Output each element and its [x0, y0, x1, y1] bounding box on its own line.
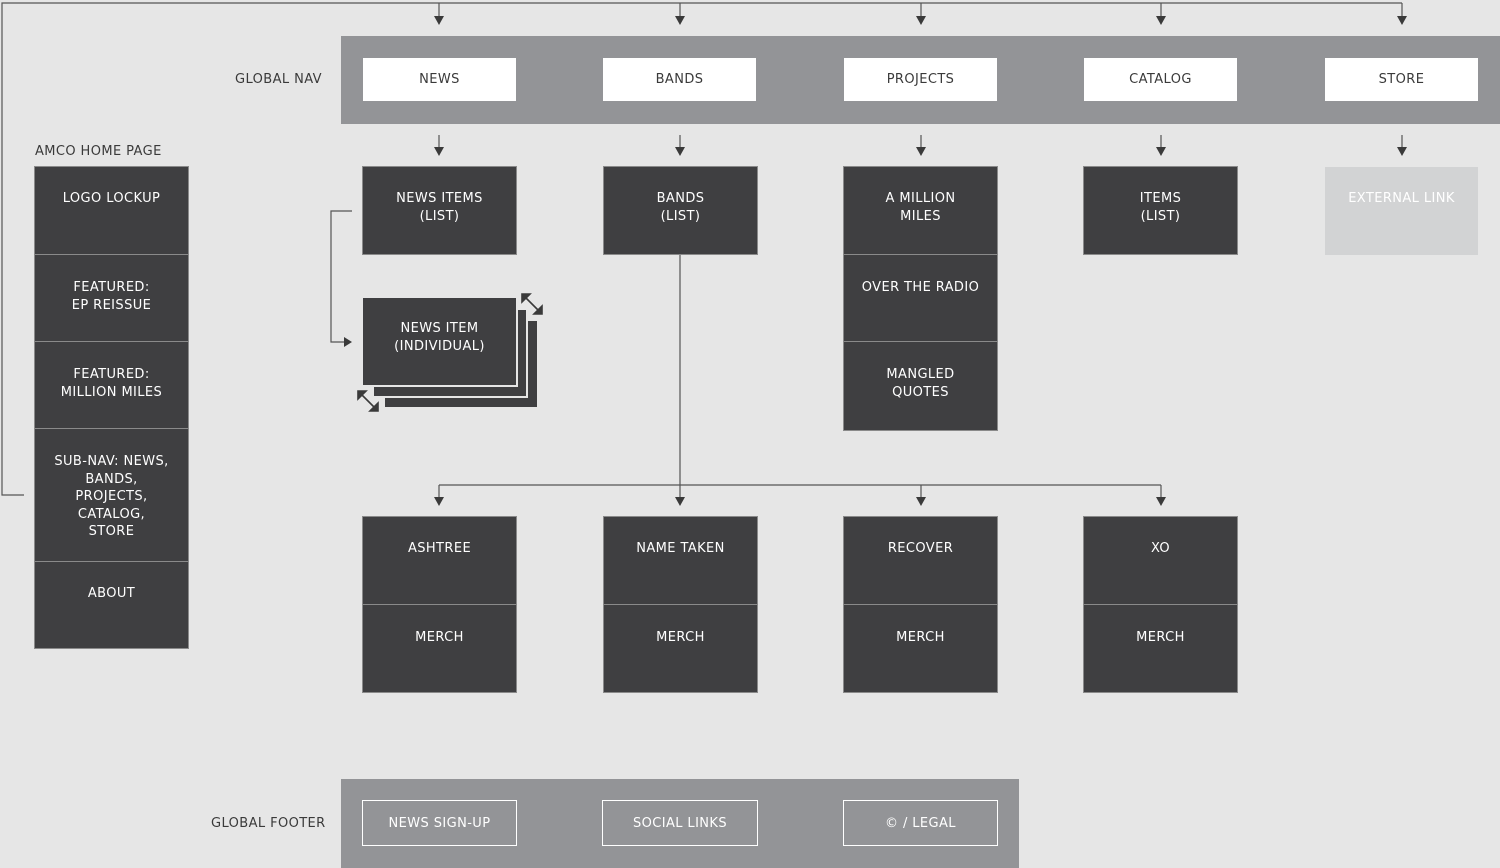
band-xo: XO	[1083, 516, 1238, 605]
store-external-link[interactable]: EXTERNAL LINK	[1325, 167, 1478, 255]
home-logo-lockup: LOGO LOCKUP	[34, 166, 189, 255]
global-footer-band	[341, 779, 1019, 868]
project-mangled-quotes: MANGLED QUOTES	[843, 341, 998, 431]
home-page-label: AMCO HOME PAGE	[35, 144, 162, 159]
band-xo-merch: MERCH	[1083, 604, 1238, 693]
footer-legal-button[interactable]: © / LEGAL	[843, 800, 998, 846]
catalog-items-list: ITEMS (LIST)	[1083, 166, 1238, 255]
nav-catalog-button[interactable]: CATALOG	[1084, 58, 1237, 101]
project-over-the-radio: OVER THE RADIO	[843, 254, 998, 342]
footer-social-links-button[interactable]: SOCIAL LINKS	[602, 800, 758, 846]
band-name-taken-merch: MERCH	[603, 604, 758, 693]
band-recover-merch: MERCH	[843, 604, 998, 693]
band-name-taken: NAME TAKEN	[603, 516, 758, 605]
expand-icon	[357, 293, 543, 412]
global-nav-label: GLOBAL NAV	[235, 72, 322, 87]
home-about: ABOUT	[34, 561, 189, 649]
band-recover: RECOVER	[843, 516, 998, 605]
home-featured-ep-reissue: FEATURED: EP REISSUE	[34, 254, 189, 342]
bands-list: BANDS (LIST)	[603, 166, 758, 255]
home-sub-nav: SUB-NAV: NEWS, BANDS, PROJECTS, CATALOG,…	[34, 428, 189, 562]
home-featured-million-miles: FEATURED: MILLION MILES	[34, 341, 189, 429]
news-items-list: NEWS ITEMS (LIST)	[362, 166, 517, 255]
nav-bands-button[interactable]: BANDS	[603, 58, 756, 101]
footer-news-signup-button[interactable]: NEWS SIGN-UP	[362, 800, 517, 846]
nav-store-button[interactable]: STORE	[1325, 58, 1478, 101]
band-ashtree: ASHTREE	[362, 516, 517, 605]
nav-news-button[interactable]: NEWS	[363, 58, 516, 101]
band-ashtree-merch: MERCH	[362, 604, 517, 693]
project-a-million-miles: A MILLION MILES	[843, 166, 998, 255]
news-item-individual: NEWS ITEM (INDIVIDUAL)	[361, 296, 518, 387]
nav-projects-button[interactable]: PROJECTS	[844, 58, 997, 101]
global-footer-label: GLOBAL FOOTER	[211, 816, 326, 831]
